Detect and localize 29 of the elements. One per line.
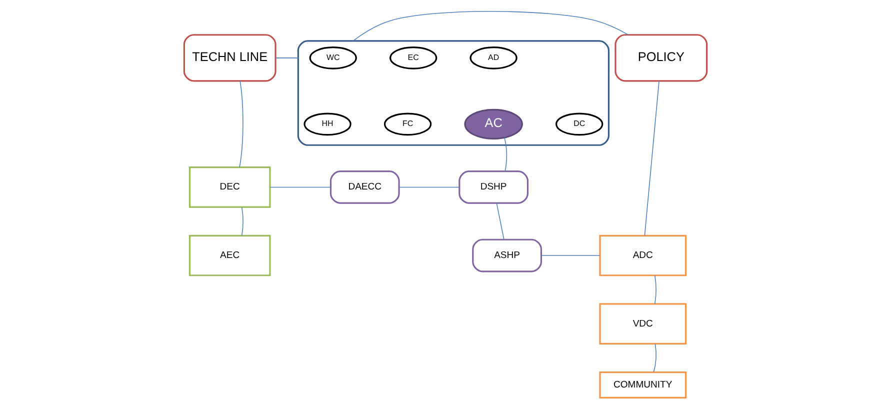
connector <box>644 80 660 236</box>
cluster <box>297 40 610 146</box>
node-box: ADC <box>599 234 687 276</box>
connector <box>496 202 504 240</box>
node-ellipse: AC <box>464 108 523 140</box>
connector <box>654 275 656 304</box>
node-box: DAECC <box>330 170 400 204</box>
node-box: VDC <box>599 303 687 344</box>
connector <box>540 255 600 256</box>
connector <box>239 80 244 168</box>
connector <box>241 206 244 236</box>
connector <box>653 343 656 372</box>
connector <box>270 186 331 188</box>
node-box: ASHP <box>472 238 542 272</box>
node-ellipse: DC <box>556 112 604 136</box>
node-ellipse: FC <box>384 112 432 136</box>
node-ellipse: HH <box>304 112 352 136</box>
node-ellipse: AD <box>470 46 518 70</box>
node-box: DEC <box>188 166 271 208</box>
connector <box>398 186 460 188</box>
node-ellipse: EC <box>390 46 438 70</box>
connector <box>504 137 508 172</box>
node-box: TECHN LINE <box>183 34 276 82</box>
node-box: DSHP <box>458 170 528 204</box>
node-box: POLICY <box>614 34 708 82</box>
node-box: AEC <box>188 234 271 276</box>
node-ellipse: WC <box>309 46 357 70</box>
node-box: COMMUNITY <box>599 372 687 398</box>
connector <box>352 10 629 42</box>
